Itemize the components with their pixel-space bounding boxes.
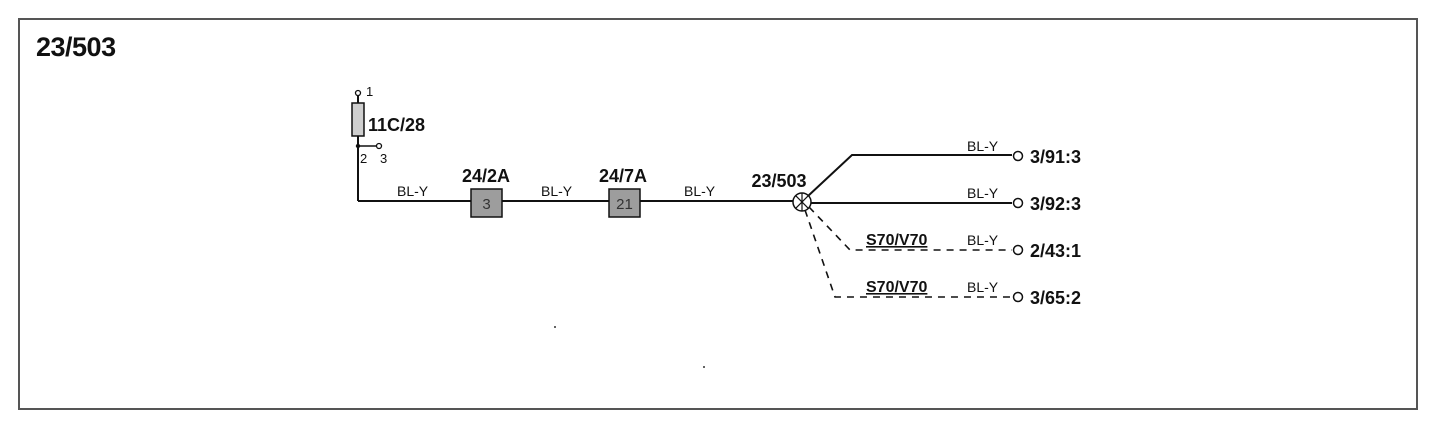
fuse-pin-3-terminal xyxy=(375,142,383,150)
connector-24-2a-pin: 3 xyxy=(482,196,490,213)
fuse-pin-2-label: 2 xyxy=(360,151,367,166)
fuse-11c-28: 1 11C/28 2 3 xyxy=(351,84,425,166)
wire-color-label-2: BL-Y xyxy=(541,183,573,199)
branch-3-terminal xyxy=(1012,244,1024,256)
wire-color-label-3: BL-Y xyxy=(684,183,716,199)
fuse-pin-1-terminal xyxy=(354,89,362,97)
wire-color-label-1: BL-Y xyxy=(397,183,429,199)
branch-2-43-1: S70/V70 BL-Y 2/43:1 xyxy=(808,206,1081,261)
branch-3-65-2: S70/V70 BL-Y 3/65:2 xyxy=(804,209,1081,308)
branch-2-terminal xyxy=(1012,197,1024,209)
diagram-frame xyxy=(18,18,1418,410)
connector-24-7a-pin: 21 xyxy=(616,196,633,213)
branch-3-variant: S70/V70 xyxy=(866,232,927,249)
branch-4-wire-color: BL-Y xyxy=(967,279,999,295)
branch-2-wire-color: BL-Y xyxy=(967,185,999,201)
connector-24-2a-label: 24/2A xyxy=(462,166,510,186)
branch-3-wire-color: BL-Y xyxy=(967,232,999,248)
branch-4-terminal-label: 3/65:2 xyxy=(1030,288,1081,308)
branch-2-terminal-label: 3/92:3 xyxy=(1030,194,1081,214)
branch-1-terminal xyxy=(1012,150,1024,162)
branch-3-92-3: BL-Y 3/92:3 xyxy=(811,185,1081,214)
branch-1-wire xyxy=(807,154,1012,197)
connector-24-2a: 3 24/2A xyxy=(462,166,510,218)
branch-1-wire-color: BL-Y xyxy=(967,138,999,154)
fuse-pin-3-label: 3 xyxy=(380,151,387,166)
splice-23-503: 23/503 xyxy=(751,171,812,212)
diagram-title: 23/503 xyxy=(36,32,116,62)
main-wire: BL-Y BL-Y BL-Y xyxy=(357,147,793,202)
connector-24-7a-body xyxy=(608,188,641,218)
scan-speck xyxy=(554,326,556,328)
branch-3-91-3: BL-Y 3/91:3 xyxy=(807,138,1081,197)
fuse-body xyxy=(351,102,365,137)
fuse-pin-1-label: 1 xyxy=(366,84,373,99)
connector-24-7a: 21 24/7A xyxy=(599,166,647,218)
scan-speck xyxy=(703,366,705,368)
connector-24-2a-body xyxy=(470,188,503,218)
branch-4-terminal xyxy=(1012,291,1024,303)
branch-3-terminal-label: 2/43:1 xyxy=(1030,241,1081,261)
fuse-label: 11C/28 xyxy=(368,115,425,135)
branch-4-wire xyxy=(804,209,1012,298)
connector-24-7a-label: 24/7A xyxy=(599,166,647,186)
branch-1-terminal-label: 3/91:3 xyxy=(1030,147,1081,167)
branch-3-wire xyxy=(808,206,1012,251)
branch-4-variant: S70/V70 xyxy=(866,279,927,296)
splice-label: 23/503 xyxy=(751,171,806,191)
